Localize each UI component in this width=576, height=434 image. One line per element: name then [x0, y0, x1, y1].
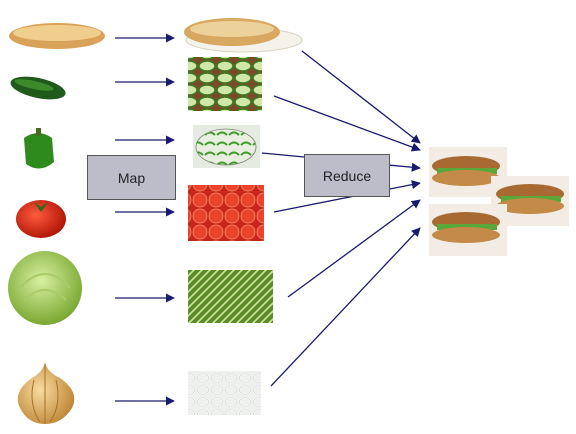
- sliced-pepper-image: [193, 125, 260, 168]
- reduce-label: Reduce: [322, 167, 372, 184]
- sliced-cucumber-image: [188, 57, 262, 111]
- tomato-image: [16, 200, 66, 238]
- sandwiches-image: [429, 147, 569, 256]
- onion-image: [17, 362, 75, 424]
- sliced-bread-image: [179, 9, 303, 56]
- bread-loaf-image: [9, 23, 105, 49]
- reduce-arrows: [261, 50, 421, 387]
- reduce-label-box: Reduce: [304, 154, 390, 197]
- map-arrows: [115, 33, 175, 406]
- cucumber-image: [10, 76, 66, 100]
- lettuce-image: [8, 251, 82, 325]
- map-label: Map: [117, 169, 146, 186]
- map-label-box: Map: [87, 155, 176, 200]
- shredded-lettuce-image: [188, 270, 273, 323]
- green-pepper-image: [24, 128, 54, 169]
- sliced-tomato-image: [188, 185, 264, 241]
- sliced-onion-image: [188, 371, 261, 415]
